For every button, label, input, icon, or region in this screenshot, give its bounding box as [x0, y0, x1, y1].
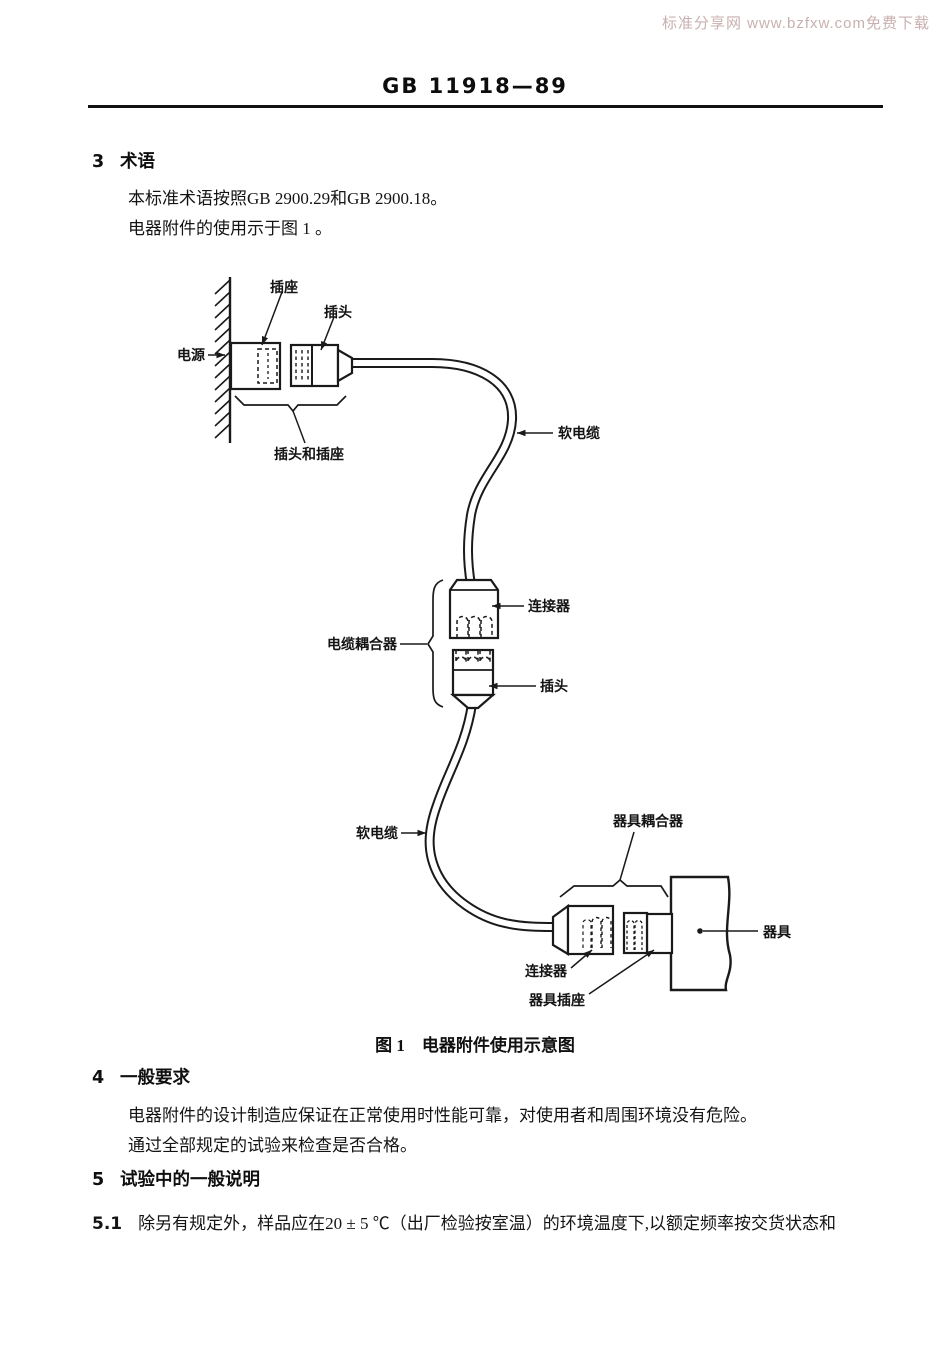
wall [214, 277, 232, 443]
label-plug-and-socket: 插头和插座 [274, 446, 344, 463]
figure-1-diagram: 电源 插座 插头 插头和插座 软电缆 连接器 电缆耦合器 插头 软电缆 器具耦合… [177, 277, 791, 1009]
wall-socket [229, 341, 282, 391]
section-4-paragraph-1: 电器附件的设计制造应保证在正常使用时性能可靠，对使用者和周围环境没有危险。 [128, 1106, 757, 1125]
clause-5-1-number: 5.1 [92, 1214, 123, 1234]
section-5-title: 试验中的一般说明 [120, 1170, 260, 1190]
label-connector-mid: 连接器 [528, 598, 571, 615]
section-5-heading: 5 试验中的一般说明 [92, 1166, 260, 1191]
plug-top-leader [320, 316, 335, 351]
label-appliance: 器具 [762, 925, 791, 941]
label-socket: 插座 [270, 279, 298, 296]
section-4-heading: 4 一般要求 [92, 1064, 190, 1089]
connector-bottom [551, 903, 615, 956]
label-appliance-coupler: 器具耦合器 [612, 813, 684, 830]
brace-cable-coupler [400, 579, 444, 708]
section-4-paragraph-2: 通过全部规定的试验来检查是否合格。 [128, 1136, 417, 1155]
section-5-number: 5 [92, 1170, 105, 1190]
connector-mid [448, 578, 500, 640]
brace-plug-and-socket [234, 395, 347, 444]
plug-mid [450, 648, 496, 710]
label-cable-coupler: 电缆耦合器 [327, 636, 398, 653]
appliance-body [669, 875, 732, 992]
watermark-text: 标准分享网 www.bzfxw.com免费下载 [661, 15, 930, 32]
section-3-title: 术语 [120, 152, 155, 172]
appliance-point [697, 928, 703, 934]
leader-lines [208, 291, 758, 995]
socket-leader [261, 291, 283, 346]
appliance-inlet-part [622, 911, 674, 955]
figure-1-caption: 图 1 电器附件使用示意图 [375, 1036, 575, 1055]
brace-appliance-coupler [559, 831, 669, 898]
label-plug-mid: 插头 [540, 678, 568, 695]
section-3-paragraph-2: 电器附件的使用示于图 1 。 [128, 219, 332, 238]
label-plug-top: 插头 [324, 304, 352, 321]
appliance-inlet-leader [588, 949, 655, 995]
label-cable-top: 软电缆 [558, 425, 600, 442]
header-rule [88, 105, 883, 108]
plug-top [289, 343, 354, 388]
flexible-cable-bottom [424, 703, 557, 932]
section-4-title: 一般要求 [120, 1068, 190, 1088]
standard-number: GB 11918—89 [382, 74, 568, 98]
label-cable-bottom: 软电缆 [356, 825, 398, 842]
section-3-paragraph-1: 本标准术语按照GB 2900.29和GB 2900.18。 [128, 189, 448, 208]
connector-bottom-leader [570, 949, 593, 969]
section-4-number: 4 [92, 1068, 105, 1088]
label-connector-bottom: 连接器 [525, 963, 568, 980]
label-appliance-inlet: 器具插座 [528, 992, 585, 1009]
section-3-number: 3 [92, 152, 105, 172]
section-3-heading: 3 术语 [92, 148, 155, 173]
label-power: 电源 [177, 347, 205, 364]
clause-5-1-text: 除另有规定外，样品应在20 ± 5 ℃（出厂检验按室温）的环境温度下,以额定频率… [138, 1214, 836, 1233]
flexible-cable-top [350, 358, 518, 586]
section-5-paragraph-5-1: 5.1 除另有规定外，样品应在20 ± 5 ℃（出厂检验按室温）的环境温度下,以额… [92, 1209, 836, 1234]
